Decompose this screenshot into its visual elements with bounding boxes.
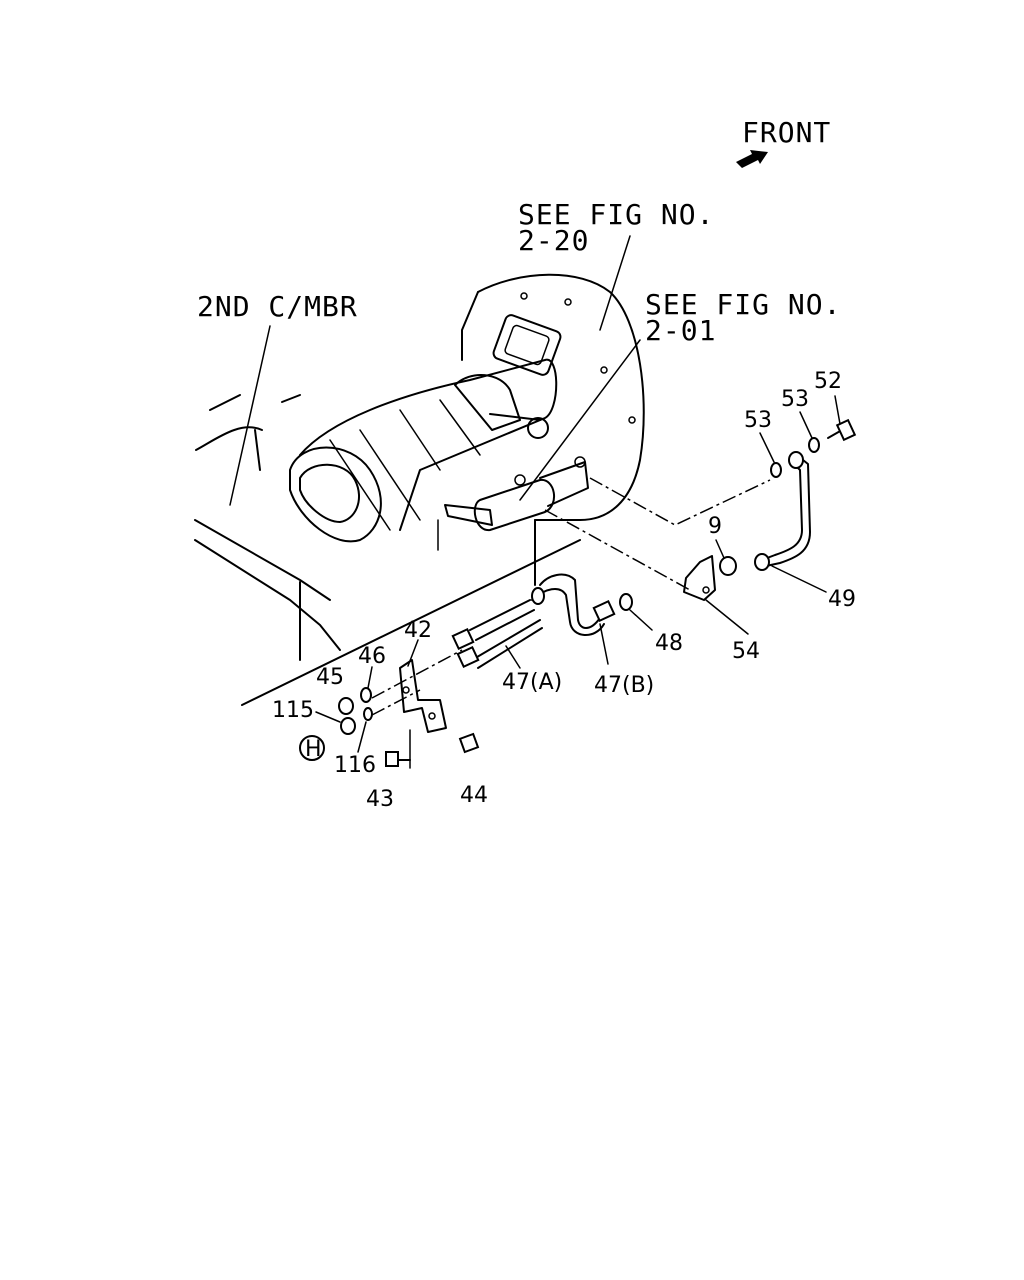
callout-53a: 53 [744, 408, 772, 433]
callout-53b: 53 [781, 387, 809, 412]
leader-fig-2-20 [599, 235, 631, 331]
callout-52: 52 [814, 369, 842, 394]
callout-116: 116 [334, 753, 376, 778]
callout-49: 49 [828, 587, 856, 612]
bolt-52 [827, 418, 857, 442]
frame-rails [194, 394, 581, 706]
circle-h-label: H [305, 737, 322, 762]
pipe-47 [451, 519, 616, 669]
see-fig-2-20-line2: 2-20 [518, 224, 589, 257]
leader-crossmember [229, 325, 271, 506]
o-ring-48 [619, 593, 633, 611]
washer-53b [808, 437, 820, 453]
front-label: FRONT [742, 116, 831, 149]
callout-43: 43 [366, 787, 394, 812]
callout-42: 42 [404, 618, 432, 643]
callout-115: 115 [272, 698, 314, 723]
see-fig-2-01-line2: 2-01 [645, 314, 716, 347]
crossmember-label: 2ND C/MBR [197, 290, 358, 323]
washer-46 [360, 687, 372, 703]
see-fig-2-01-line1: SEE FIG NO. [645, 288, 841, 321]
callout-46: 46 [358, 644, 386, 669]
callout-54: 54 [732, 639, 760, 664]
callout-47b: 47(B) [594, 673, 654, 698]
bracket-54 [683, 555, 737, 601]
hose-49 [754, 451, 811, 571]
callout-45: 45 [316, 665, 344, 690]
leader-fig-2-01 [519, 339, 641, 501]
slave-cylinder [444, 456, 771, 591]
washer-116 [363, 707, 373, 721]
transmission-housing [289, 273, 645, 551]
circle-h-marker [299, 735, 325, 761]
bolt-43 [385, 751, 411, 767]
bracket-42 [371, 649, 463, 769]
nut-45 [338, 697, 354, 715]
callout-leaders [315, 395, 841, 753]
washer-53a [770, 462, 782, 478]
callout-47a: 47(A) [502, 670, 562, 695]
see-fig-2-20-line1: SEE FIG NO. [518, 198, 714, 231]
callout-9: 9 [708, 514, 722, 539]
nut-44 [458, 732, 480, 754]
nut-115 [340, 717, 356, 735]
callout-48: 48 [655, 631, 683, 656]
callout-44: 44 [460, 783, 488, 808]
front-arrow-icon [736, 150, 768, 168]
